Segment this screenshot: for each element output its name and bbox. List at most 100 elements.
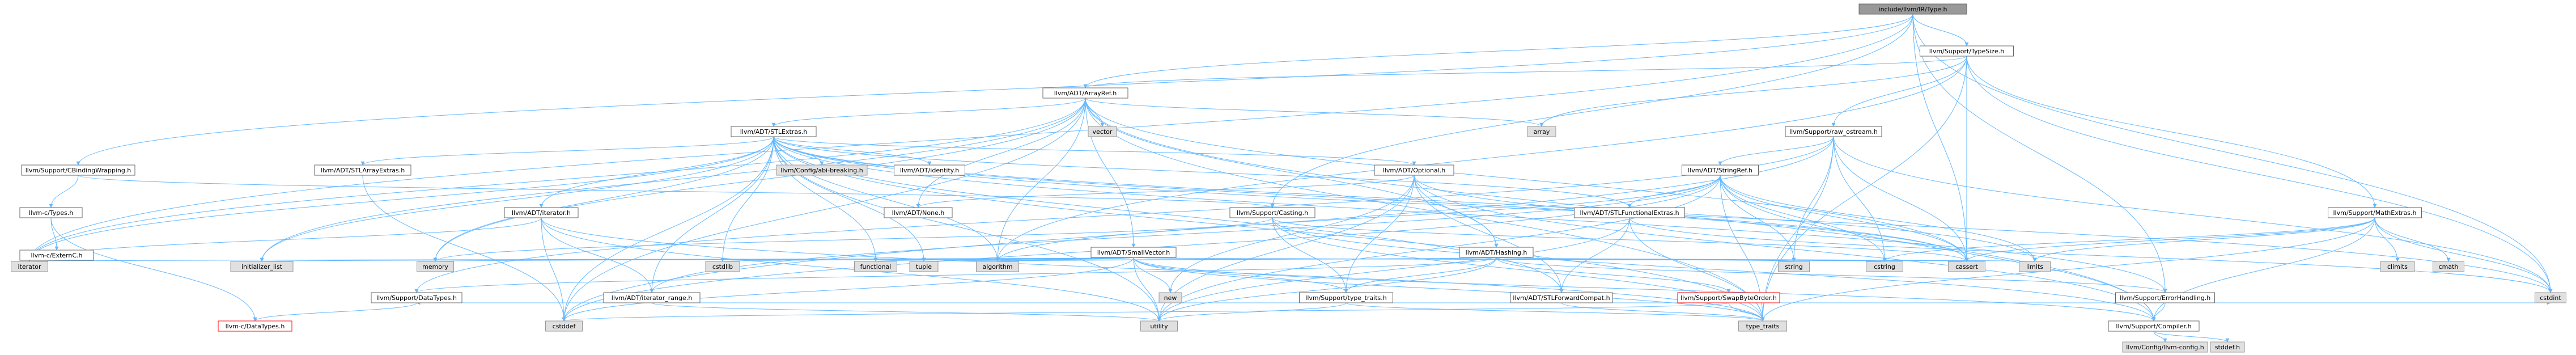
- include-edge: [1561, 302, 1765, 322]
- include-edge: [720, 136, 774, 262]
- graph-node-box: [1574, 207, 1685, 218]
- include-edge: [562, 98, 1086, 322]
- graph-node-smallvector[interactable]: llvm/ADT/SmallVector.h: [1090, 247, 1177, 258]
- graph-node-mathextras[interactable]: llvm/Support/MathExtras.h: [2328, 207, 2422, 218]
- graph-node-box: [504, 207, 579, 218]
- include-edge: [562, 257, 1134, 322]
- include-edge: [773, 136, 1969, 262]
- graph-node-cassert: cassert: [1948, 261, 1985, 272]
- graph-node-stlfunctionalextras[interactable]: llvm/ADT/STLFunctionalExtras.h: [1574, 207, 1685, 218]
- include-edge: [2374, 217, 2400, 262]
- graph-node-box: [1948, 261, 1985, 272]
- graph-node-box: [2210, 341, 2245, 353]
- include-edge: [414, 257, 1497, 293]
- graph-node-root[interactable]: include/llvm/IR/Type.h: [1858, 3, 1967, 15]
- include-edge: [1912, 14, 1969, 47]
- include-edge: [1133, 257, 1173, 293]
- include-edge: [773, 136, 2037, 262]
- graph-node-label: llvm/ADT/STLFunctionalExtras.h: [1580, 209, 1679, 217]
- graph-node-cbindingwrapping[interactable]: llvm/Support/CBindingWrapping.h: [21, 164, 135, 176]
- include-edge: [1157, 257, 1497, 322]
- graph-node-label: llvm/Support/CBindingWrapping.h: [26, 167, 131, 174]
- graph-node-compiler[interactable]: llvm/Support/Compiler.h: [2108, 320, 2200, 332]
- graph-node-iterator-h[interactable]: llvm/ADT/iterator.h: [504, 207, 579, 218]
- graph-node-label: type_traits: [1746, 323, 1780, 330]
- graph-node-swapbyteorder[interactable]: llvm/Support/SwapByteOrder.h: [1677, 292, 1780, 303]
- include-edge: [773, 136, 1161, 322]
- include-edge: [1083, 56, 1967, 88]
- include-edge: [253, 302, 417, 322]
- graph-node-box: [705, 261, 740, 272]
- graph-node-typesize[interactable]: llvm/Support/TypeSize.h: [1920, 45, 2014, 57]
- graph-node-box: [545, 320, 583, 332]
- graph-node-stlarrayextras[interactable]: llvm/ADT/STLArrayExtras.h: [314, 164, 411, 176]
- graph-node-datatypes[interactable]: llvm/Support/DataTypes.h: [371, 292, 462, 303]
- graph-node-box: [2433, 261, 2464, 272]
- include-edge: [651, 302, 1161, 322]
- graph-node-new: new: [1158, 292, 1182, 303]
- graph-node-arrayref[interactable]: llvm/ADT/ArrayRef.h: [1042, 87, 1128, 99]
- include-edge: [650, 136, 774, 293]
- graph-node-box: [11, 261, 48, 272]
- graph-node-cmath: cmath: [2433, 261, 2464, 272]
- graph-node-none[interactable]: llvm/ADT/None.h: [884, 207, 953, 218]
- graph-node-label: llvm/ADT/STLForwardCompat.h: [1513, 294, 1610, 302]
- include-edge: [1085, 98, 1136, 248]
- include-edge: [2151, 217, 2375, 322]
- include-edge: [260, 98, 1086, 262]
- graph-node-errorhandling[interactable]: llvm/Support/ErrorHandling.h: [2115, 292, 2215, 303]
- graph-node-label: llvm/ADT/Optional.h: [1383, 167, 1445, 174]
- graph-node-label: limits: [2026, 263, 2043, 271]
- graph-node-label: iterator: [18, 263, 41, 271]
- include-edge: [2153, 331, 2230, 343]
- graph-node-c-types[interactable]: llvm-c/Types.h: [19, 207, 83, 218]
- graph-node-casting[interactable]: llvm/Support/Casting.h: [1229, 207, 1315, 218]
- graph-node-box: [1090, 247, 1177, 258]
- graph-node-raw-ostream[interactable]: llvm/Support/raw_ostream.h: [1785, 126, 1882, 137]
- graph-node-iterator-range[interactable]: llvm/ADT/iterator_range.h: [603, 292, 701, 303]
- graph-node-abi-breaking: llvm/Config/abi-breaking.h: [776, 164, 868, 176]
- include-edge: [1792, 136, 1834, 262]
- graph-node-box: [2122, 341, 2208, 353]
- graph-node-box: [976, 261, 1019, 272]
- graph-node-tuple: tuple: [909, 261, 939, 272]
- graph-node-box: [2328, 207, 2422, 218]
- include-edge: [78, 175, 1275, 208]
- graph-node-identity[interactable]: llvm/ADT/identity.h: [894, 164, 965, 176]
- graph-node-stlforwardcompat[interactable]: llvm/ADT/STLForwardCompat.h: [1510, 292, 1613, 303]
- graph-node-box: [1858, 3, 1967, 15]
- graph-node-type-traits-h[interactable]: llvm/Support/type_traits.h: [1299, 292, 1393, 303]
- graph-node-label: memory: [422, 263, 448, 271]
- graph-node-hashing[interactable]: llvm/ADT/Hashing.h: [1459, 247, 1534, 258]
- include-edge: [1720, 175, 2037, 262]
- graph-node-externc[interactable]: llvm-c/ExternC.h: [19, 250, 94, 261]
- graph-node-box: [1866, 261, 1903, 272]
- include-edge: [1085, 98, 1544, 127]
- include-edge: [360, 136, 774, 166]
- include-edge: [433, 98, 1086, 262]
- graph-node-label: cstdlib: [712, 263, 733, 271]
- graph-node-box: [1459, 247, 1534, 258]
- graph-node-box: [230, 261, 294, 272]
- graph-node-label: cassert: [1955, 263, 1979, 271]
- graph-node-initializer-list: initializer_list: [230, 261, 294, 272]
- graph-node-c-datatypes[interactable]: llvm-c/DataTypes.h: [218, 320, 292, 332]
- graph-node-label: llvm/Config/llvm-config.h: [2126, 344, 2204, 351]
- graph-node-llvm-config: llvm/Config/llvm-config.h: [2122, 341, 2208, 353]
- graph-node-label: llvm/ADT/iterator_range.h: [612, 294, 692, 302]
- graph-node-optional[interactable]: llvm/ADT/Optional.h: [1374, 164, 1454, 176]
- graph-node-box: [1140, 320, 1178, 332]
- graph-node-vector: vector: [1088, 126, 1117, 137]
- graph-node-box: [2115, 292, 2215, 303]
- graph-node-stringref[interactable]: llvm/ADT/StringRef.h: [1682, 164, 1759, 176]
- graph-node-stlextras[interactable]: llvm/ADT/STLExtras.h: [731, 126, 817, 137]
- graph-node-box: [1778, 261, 1810, 272]
- include-edge: [2151, 302, 2166, 322]
- include-edge: [995, 257, 1134, 262]
- include-edge: [1760, 56, 1967, 322]
- graph-node-box: [371, 292, 462, 303]
- include-edge: [916, 175, 1415, 208]
- include-edge: [1833, 136, 2553, 293]
- include-edge: [1718, 136, 1834, 166]
